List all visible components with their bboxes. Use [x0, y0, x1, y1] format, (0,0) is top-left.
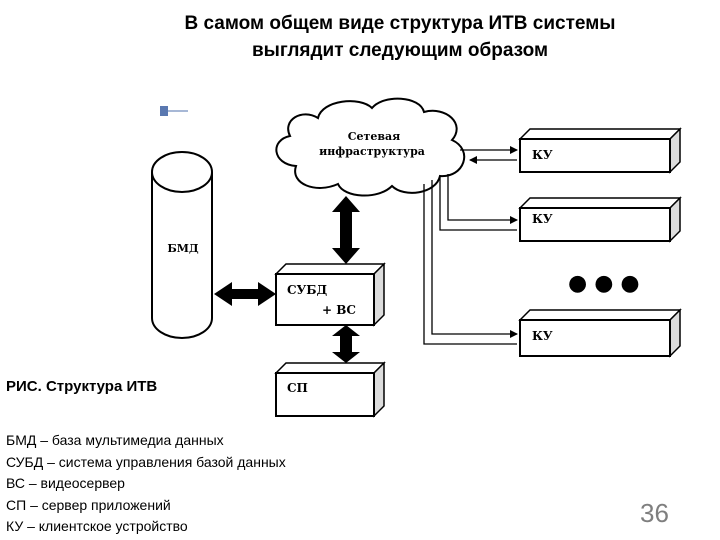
- app-server-label: СП: [287, 381, 308, 395]
- client-box-1: КУ: [518, 127, 682, 174]
- client-label-3: КУ: [532, 329, 553, 343]
- client-box-3: КУ: [518, 308, 682, 358]
- title-line-1: В самом общем виде структура ИТВ системы: [184, 13, 616, 34]
- network-connectors: [423, 146, 518, 345]
- legend-item: КУ – клиентское устройство: [6, 518, 188, 534]
- legend-item: БМД – база мультимедиа данных: [6, 432, 224, 448]
- app-server-box: СП: [274, 361, 386, 418]
- slide-title: В самом общем виде структура ИТВ системы…: [60, 10, 720, 64]
- client-label-2: КУ: [532, 212, 553, 226]
- pin-icon: [160, 106, 188, 116]
- client-box-2: КУ: [518, 196, 682, 243]
- legend-item: ВС – видеосервер: [6, 475, 125, 491]
- network-label-line1: Сетевая: [348, 130, 400, 143]
- legend-item: СУБД – система управления базой данных: [6, 453, 286, 470]
- network-label-line2: инфраструктура: [319, 145, 425, 158]
- legend-item: СП – сервер приложений: [6, 496, 171, 513]
- more-clients-ellipsis: ● ● ●: [568, 271, 640, 296]
- database-cylinder: БМД: [151, 151, 213, 339]
- dbms-label-line2: + ВС: [322, 303, 356, 317]
- arrow-cloud-dbms: [332, 196, 360, 264]
- database-label: БМД: [167, 242, 199, 255]
- abbreviation-legend: БМД – база мультимедиа данных СУБД – сис…: [6, 430, 286, 538]
- dbms-label-line1: СУБД: [287, 283, 328, 297]
- title-line-2: выглядит следующим образом: [251, 40, 549, 61]
- page-number: 36: [640, 498, 669, 528]
- network-cloud: Сетевая инфраструктура: [275, 97, 465, 197]
- arrow-database-dbms: [214, 282, 276, 306]
- dbms-box: СУБД + ВС: [274, 262, 386, 327]
- arrow-dbms-appserver: [332, 325, 360, 363]
- figure-caption: РИС. Структура ИТВ: [6, 378, 158, 395]
- client-label-1: КУ: [532, 148, 553, 162]
